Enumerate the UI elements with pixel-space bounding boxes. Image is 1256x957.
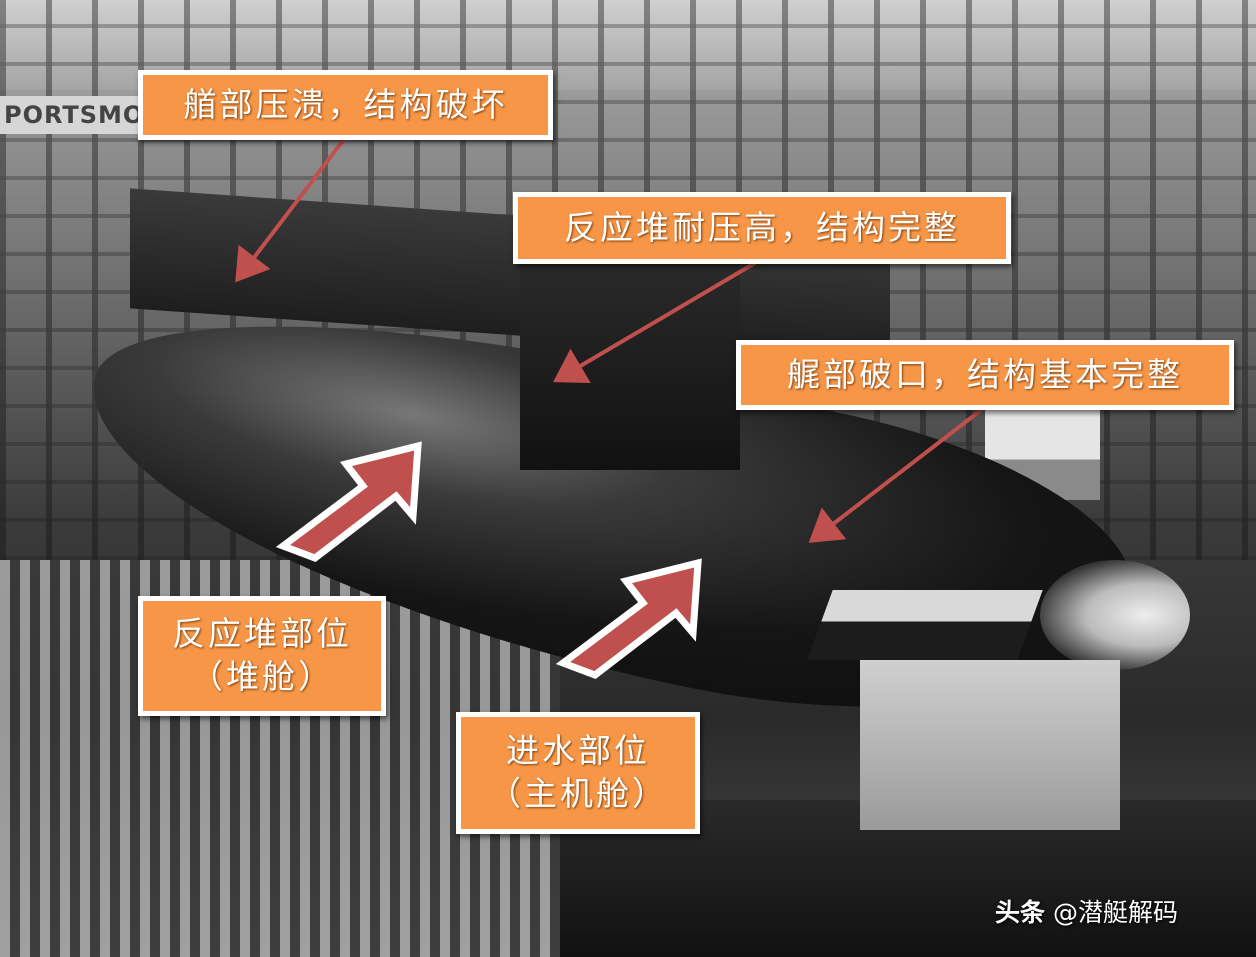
reactor-pointer-arrow — [553, 261, 757, 384]
bow-damage-text: 艏部压溃，结构破坏 — [183, 85, 508, 125]
portsmouth-sign: PORTSMO — [0, 96, 144, 134]
watermark-brand: 头条 — [995, 898, 1046, 927]
stern-breach-callout: 艉部破口，结构基本完整 — [736, 340, 1234, 410]
submarine-stern — [1040, 560, 1190, 670]
reactor-integrity-callout: 反应堆耐压高，结构完整 — [513, 192, 1011, 264]
flooding-location-line2: （主机舱） — [488, 774, 668, 813]
watermark-handle: @潜艇解码 — [1053, 898, 1179, 927]
launch-cradle — [860, 660, 1120, 830]
stern-pointer-arrow — [808, 405, 987, 543]
bow-damage-callout: 艏部压溃，结构破坏 — [138, 70, 553, 140]
flooding-block-arrow — [555, 558, 702, 679]
flooding-location-callout: 进水部位 （主机舱） — [456, 712, 700, 834]
reactor-integrity-text: 反应堆耐压高，结构完整 — [564, 208, 960, 248]
watermark: 头条@潜艇解码 — [995, 893, 1178, 929]
reactor-block-arrow — [275, 441, 422, 562]
reactor-location-line1: 反应堆部位 — [172, 614, 352, 654]
reactor-location-callout: 反应堆部位 （堆舱） — [138, 596, 386, 716]
flooding-location-line1: 进水部位 — [506, 731, 650, 771]
stern-breach-text: 艉部破口，结构基本完整 — [787, 355, 1183, 395]
bow-pointer-arrow — [235, 136, 347, 283]
reactor-location-line2: （堆舱） — [190, 657, 334, 696]
